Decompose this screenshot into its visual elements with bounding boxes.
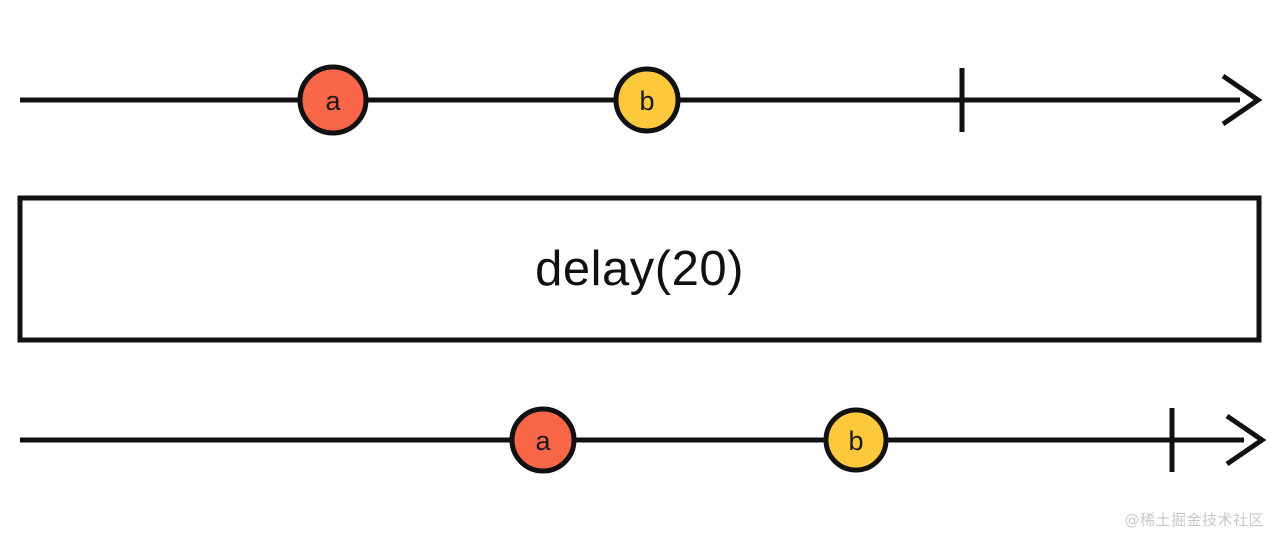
- watermark: @稀土掘金技术社区: [1124, 511, 1264, 529]
- source-marble-b-circle: [613, 66, 681, 134]
- source-timeline: a b: [20, 64, 1263, 136]
- source-marble-b: b: [613, 66, 681, 134]
- output-marble-b: b: [823, 407, 889, 473]
- source-marble-a: a: [297, 64, 369, 136]
- output-marble-a: a: [509, 406, 577, 474]
- output-marble-b-circle: [823, 407, 889, 473]
- source-arrowhead-icon: [1221, 73, 1263, 127]
- source-marble-b-label: b: [639, 86, 654, 116]
- output-arrowhead-icon: [1225, 413, 1267, 467]
- output-marble-a-circle: [509, 406, 577, 474]
- source-marble-a-circle: [297, 64, 369, 136]
- source-marble-a-label: a: [325, 86, 341, 116]
- operator-box: [17, 195, 1262, 343]
- output-marble-a-label: a: [535, 426, 551, 456]
- output-timeline: a b: [20, 406, 1267, 474]
- output-marble-b-label: b: [848, 426, 863, 456]
